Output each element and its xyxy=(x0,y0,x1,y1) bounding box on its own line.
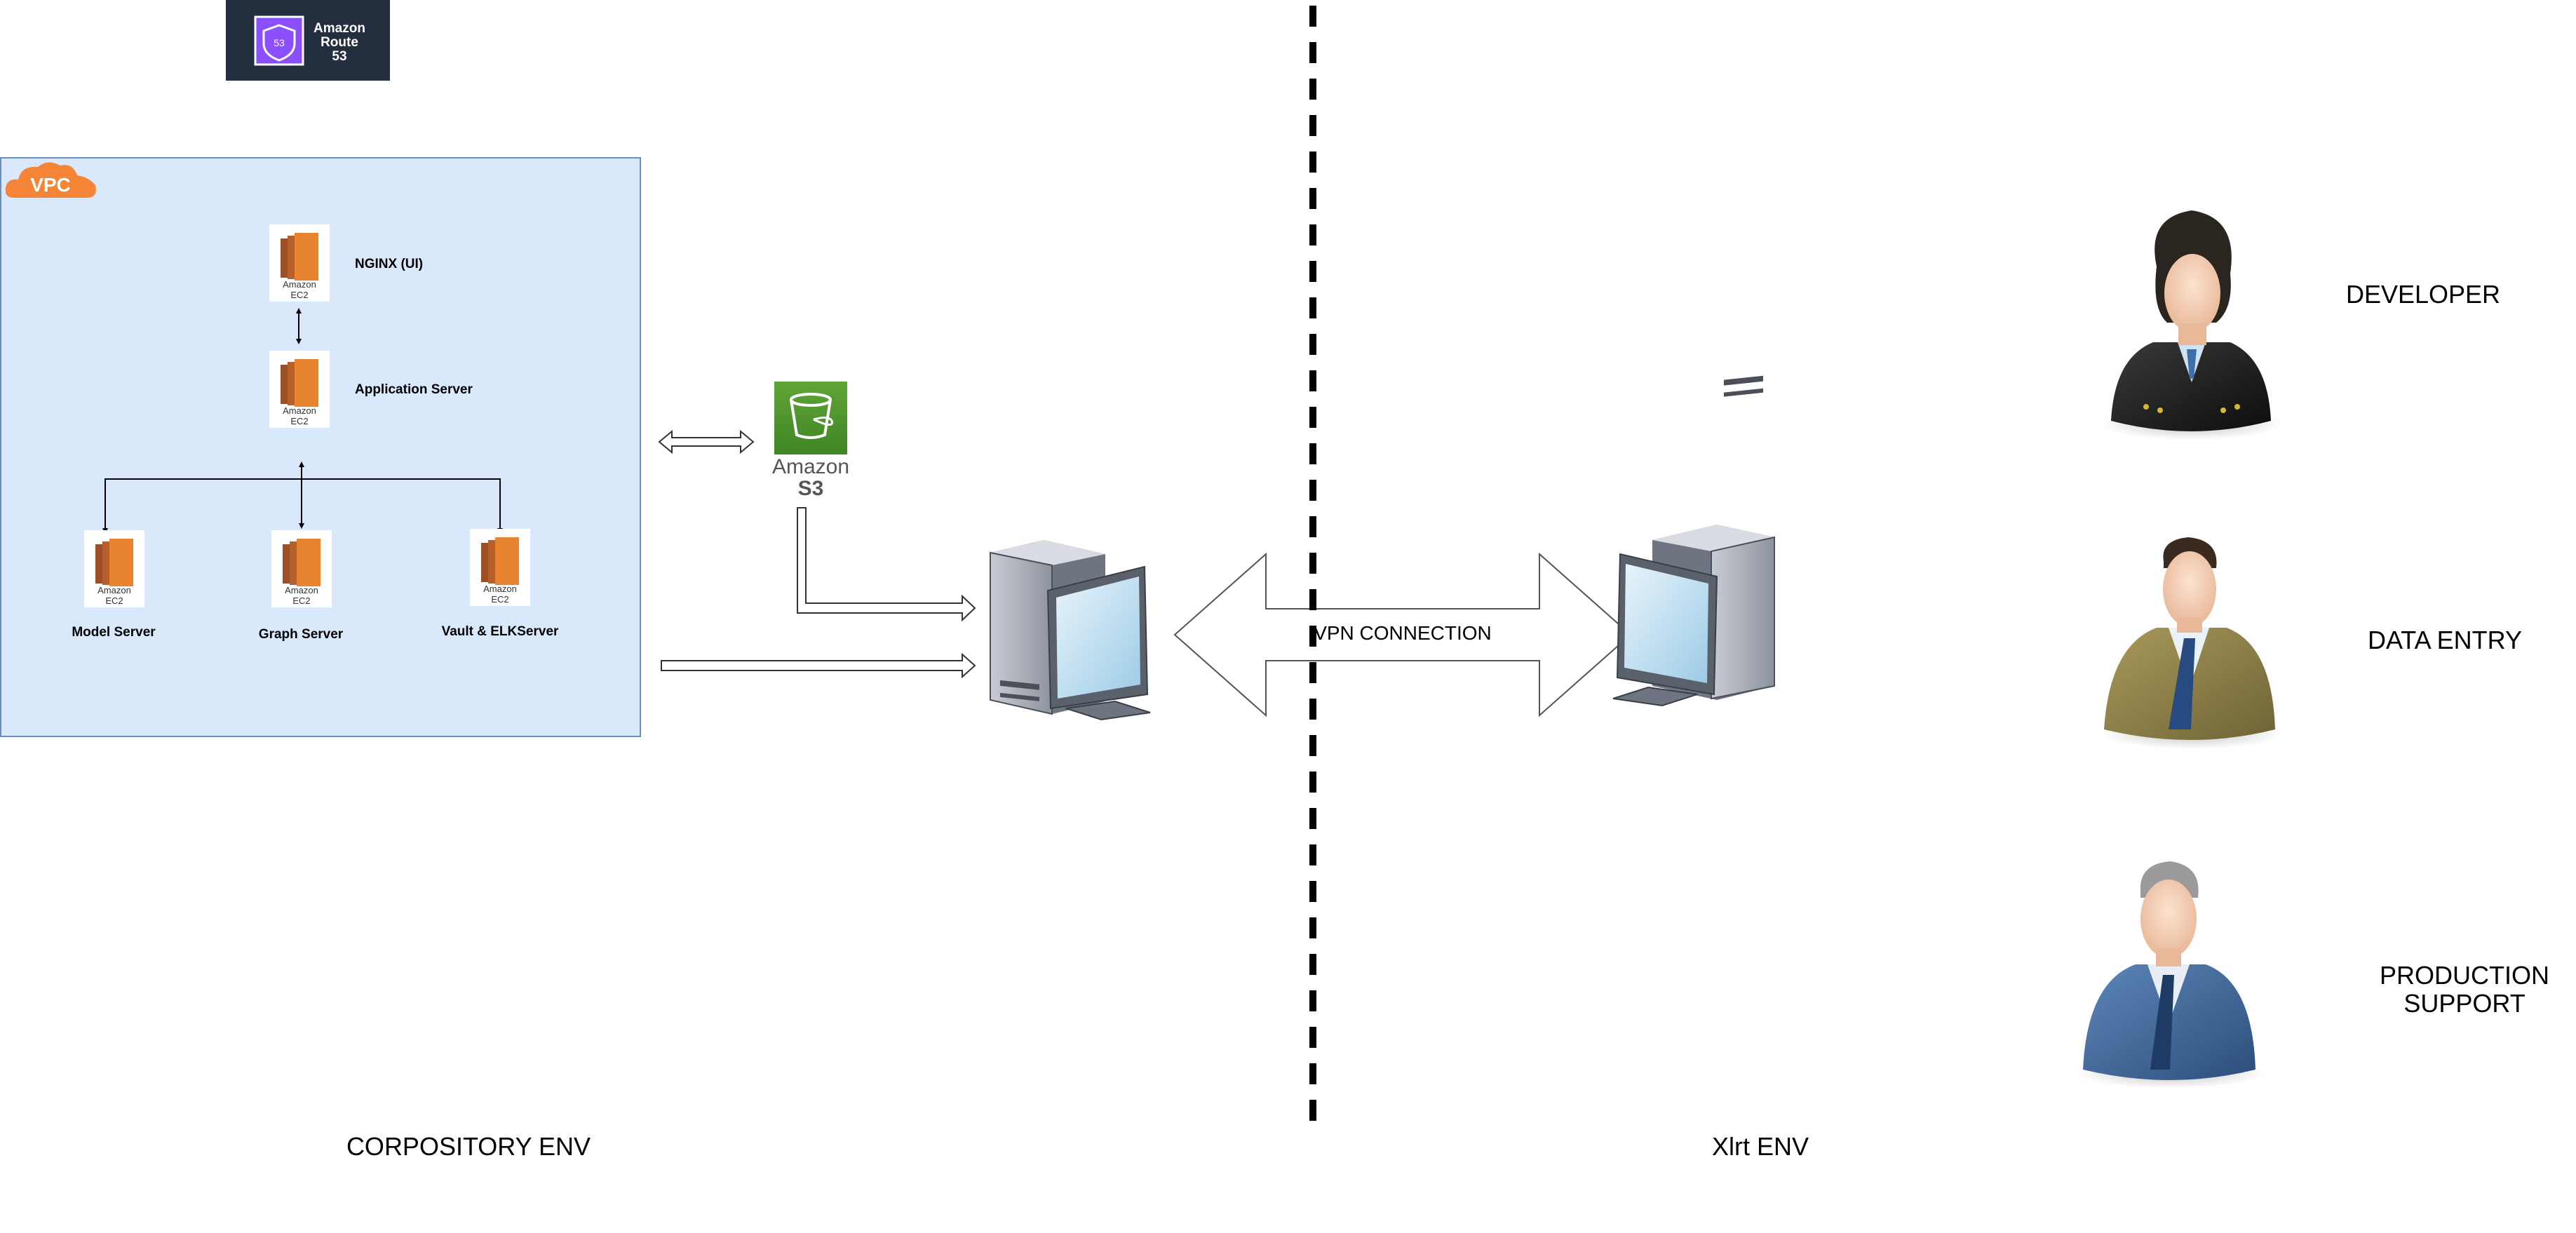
vpc-to-workstation-arrow xyxy=(661,652,976,679)
hub-branch-link xyxy=(102,478,503,534)
vpn-connection-label: VPN CONNECTION xyxy=(1314,622,1492,644)
ec2-caption-line1: Amazon xyxy=(97,585,131,595)
xlrt-workstation-icon xyxy=(1612,375,1775,707)
data-entry-label: DATA ENTRY xyxy=(2368,626,2522,654)
ec2-caption-line2: EC2 xyxy=(105,595,123,606)
ec2-icon xyxy=(95,539,133,586)
route53-label-line3: 53 xyxy=(332,49,346,64)
ec2-caption-line2: EC2 xyxy=(491,594,508,605)
svg-text:53: 53 xyxy=(274,37,285,48)
route53-shield-icon: 53 xyxy=(254,15,304,66)
graph-server-label: Graph Server xyxy=(259,627,344,642)
s3-bucket-glyph xyxy=(790,393,833,439)
ec2-caption-line1: Amazon xyxy=(283,405,316,416)
s3-node: Amazon S3 xyxy=(772,382,849,500)
ec2-caption-line1: Amazon xyxy=(483,584,517,594)
developer-avatar xyxy=(2100,210,2283,440)
developer-label: DEVELOPER xyxy=(2346,280,2500,309)
ec2-caption-line2: EC2 xyxy=(290,416,308,426)
route53-tile xyxy=(226,0,390,81)
model-server-label: Model Server xyxy=(72,625,156,640)
route53-label-line1: Amazon xyxy=(313,21,365,36)
data-entry-avatar xyxy=(2100,537,2283,749)
ec2-caption-line1: Amazon xyxy=(283,279,316,290)
ec2-icon xyxy=(481,537,519,585)
ec2-icon xyxy=(281,233,318,281)
vpc-badge-label: VPC xyxy=(30,174,71,196)
production-support-label-line2: SUPPORT xyxy=(2403,989,2525,1018)
ec2-caption-line2: EC2 xyxy=(290,290,308,300)
xlrt-env-label: Xlrt ENV xyxy=(1712,1132,1809,1161)
production-support-label-line1: PRODUCTION xyxy=(2380,961,2549,990)
s3-to-workstation-arrow xyxy=(797,507,976,622)
ec2-caption-line1: Amazon xyxy=(285,585,318,595)
ec2-instances: AmazonEC2AmazonEC2AmazonEC2AmazonEC2Amaz… xyxy=(84,224,530,607)
corpository-env-label: CORPOSITORY ENV xyxy=(346,1132,591,1161)
ec2-icon xyxy=(283,539,321,586)
vpc-cloud-icon: VPC xyxy=(5,162,96,198)
route53-label-line2: Route xyxy=(321,35,358,50)
ec2-icon xyxy=(281,359,318,407)
route53-node: 53 Amazon Route 53 xyxy=(226,0,390,81)
s3-label-line2: S3 xyxy=(798,477,824,500)
ec2-caption-line2: EC2 xyxy=(292,595,310,606)
s3-label-line1: Amazon xyxy=(772,455,849,478)
vpc-connectors xyxy=(102,308,503,534)
s3-bucket-icon xyxy=(774,382,847,454)
application-server-label: Application Server xyxy=(355,382,473,397)
production-support-avatar xyxy=(2076,861,2265,1089)
vault-elk-server-label: Vault & ELKServer xyxy=(442,624,559,639)
vpc-s3-double-arrow xyxy=(658,429,755,454)
corpository-workstation-icon xyxy=(990,540,1151,721)
nginx-label: NGINX (UI) xyxy=(355,257,423,271)
